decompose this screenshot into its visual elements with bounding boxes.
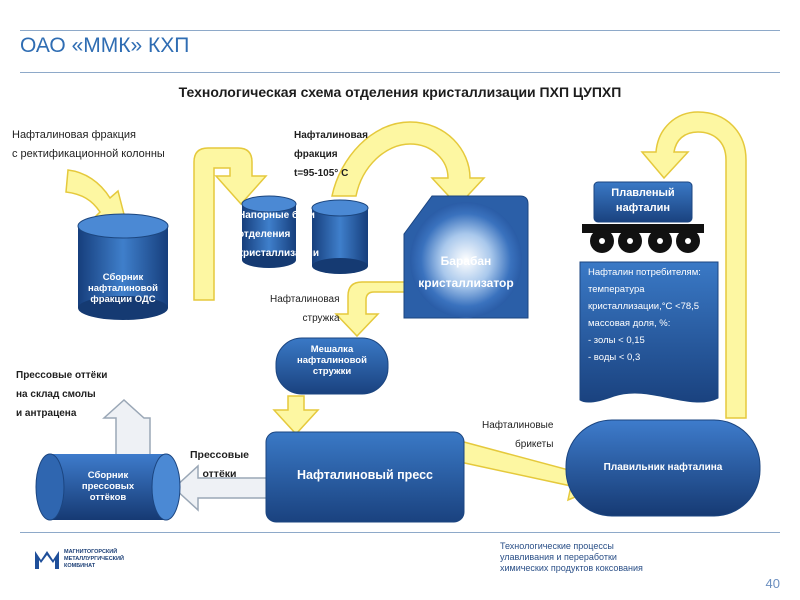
label-melter: Плавильник нафталина [603, 462, 723, 473]
arrow-drum-to-mixer [334, 281, 409, 338]
logo-text: МАГНИТОГОРСКИЙ МЕТАЛЛУРГИЧЕСКИЙ КОМБИНАТ [64, 549, 124, 569]
arrow-tanks-to-drum [331, 121, 486, 208]
company-title: ОАО «ММК» КХП [20, 34, 190, 57]
page-number: 40 [765, 576, 780, 591]
label-molten-naphthalene: Плавленый нафталин [611, 187, 675, 214]
label-pressure-tanks: Напорные баки отделения кристаллизации [238, 210, 319, 259]
label-briquettes: Нафталиновые брикеты [482, 420, 554, 450]
label-mixer: Мешалка нафталиновой стружки [297, 344, 367, 377]
press-vessel [265, 431, 465, 523]
mixer-vessel [275, 337, 389, 395]
label-input-fraction: Нафталиновая фракция с ректификационной … [12, 129, 165, 160]
label-drum-crystallizer: Барабан кристаллизатор [418, 254, 514, 290]
top-rule [20, 30, 780, 31]
arrow-residue-to-storage [102, 398, 151, 457]
wagon-icon [582, 181, 704, 253]
pressure-tanks-vessel [241, 195, 369, 274]
melter-vessel [565, 419, 761, 517]
mmk-logo-icon [35, 551, 59, 569]
label-press-residues-storage: Прессовые оттёки на склад смолы и антрац… [16, 370, 108, 419]
collector-ods-vessel [77, 213, 169, 320]
drum-crystallizer-vessel [403, 195, 529, 319]
arrow-mixer-to-press [272, 395, 320, 436]
arrow-melter-to-wagon [640, 111, 747, 419]
arrow-collector-to-tanks [193, 147, 268, 301]
label-press: Нафталиновый пресс [296, 468, 434, 482]
footer-rule [20, 532, 780, 533]
label-press-residues: Прессовые оттёки [190, 449, 250, 480]
diagram-title: Технологическая схема отделения кристалл… [178, 84, 622, 100]
label-collector-ods: Сборник нафталиновой фракции ОДС [88, 272, 158, 305]
arrow-press-to-residue [172, 464, 269, 512]
spec-document [579, 261, 719, 403]
residue-collector-vessel [35, 453, 181, 521]
label-residue-collector: Сборник прессовых оттёков [81, 470, 135, 503]
label-naphthalene-flakes: Нафталиновая стружка [270, 294, 340, 324]
footer-description: Технологические процессы улавливания и п… [500, 541, 643, 573]
product-spec: Нафталин потребителям: температура крист… [588, 267, 701, 363]
label-naphthalene-fraction: Нафталиновая фракция t=95-105° C [294, 130, 368, 179]
header-rule [20, 72, 780, 73]
